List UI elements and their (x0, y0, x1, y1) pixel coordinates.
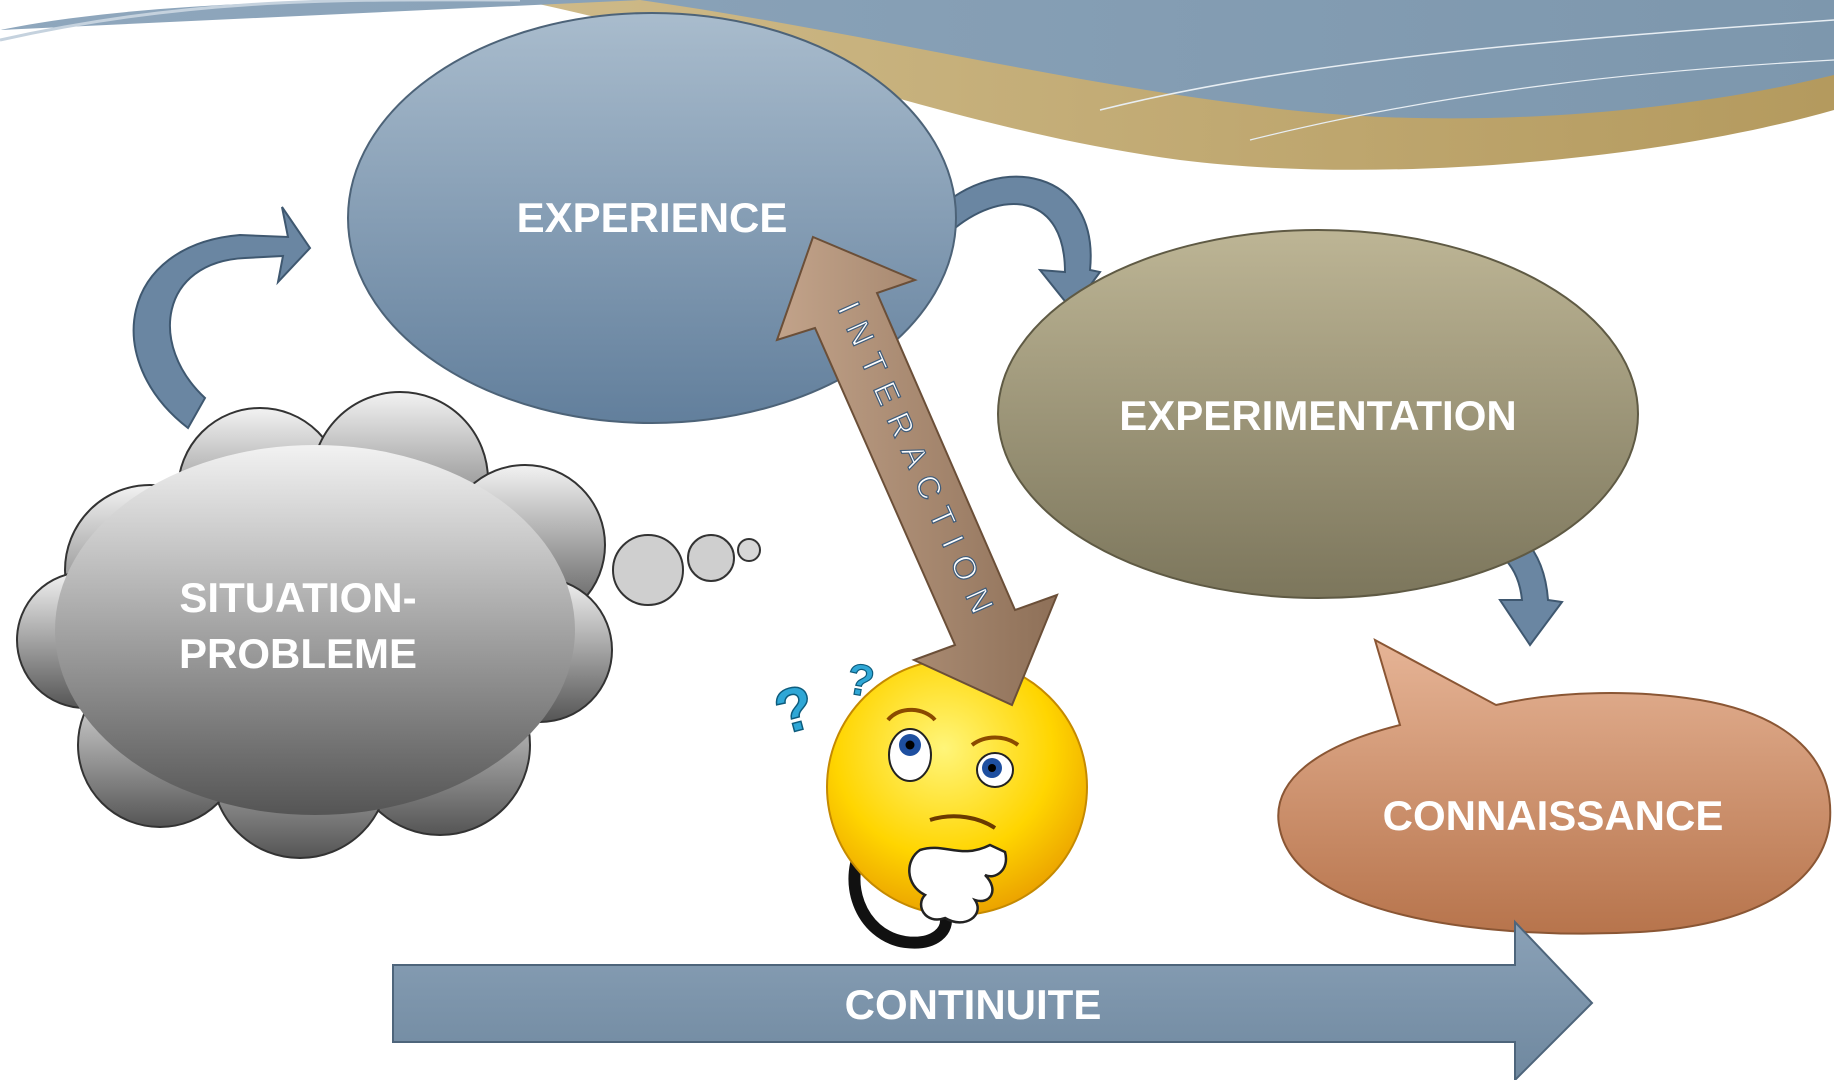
node-connaissance: CONNAISSANCE (1277, 637, 1832, 935)
thinking-face-icon (826, 658, 1088, 949)
node-situation-label-line1: SITUATION- (179, 574, 416, 621)
node-experimentation: EXPERIMENTATION (997, 229, 1639, 599)
curved-arrow-situation-to-experience (132, 206, 312, 430)
continuite-arrow-label: CONTINUITE (845, 981, 1102, 1028)
interaction-arrow-label: INTERACTION (831, 296, 1006, 629)
node-experience-label: EXPERIENCE (517, 194, 788, 241)
node-experimentation-label: EXPERIMENTATION (1119, 392, 1516, 439)
curved-arrow-experience-to-experimentation (933, 175, 1102, 312)
continuite-arrow: CONTINUITE (392, 919, 1594, 1080)
svg-text:?: ? (767, 672, 821, 748)
header-decoration (0, 0, 1834, 170)
node-situation-label-line2: PROBLEME (179, 630, 417, 677)
node-situation-probleme: SITUATION- PROBLEME (16, 391, 761, 859)
node-connaissance-label: CONNAISSANCE (1383, 792, 1724, 839)
